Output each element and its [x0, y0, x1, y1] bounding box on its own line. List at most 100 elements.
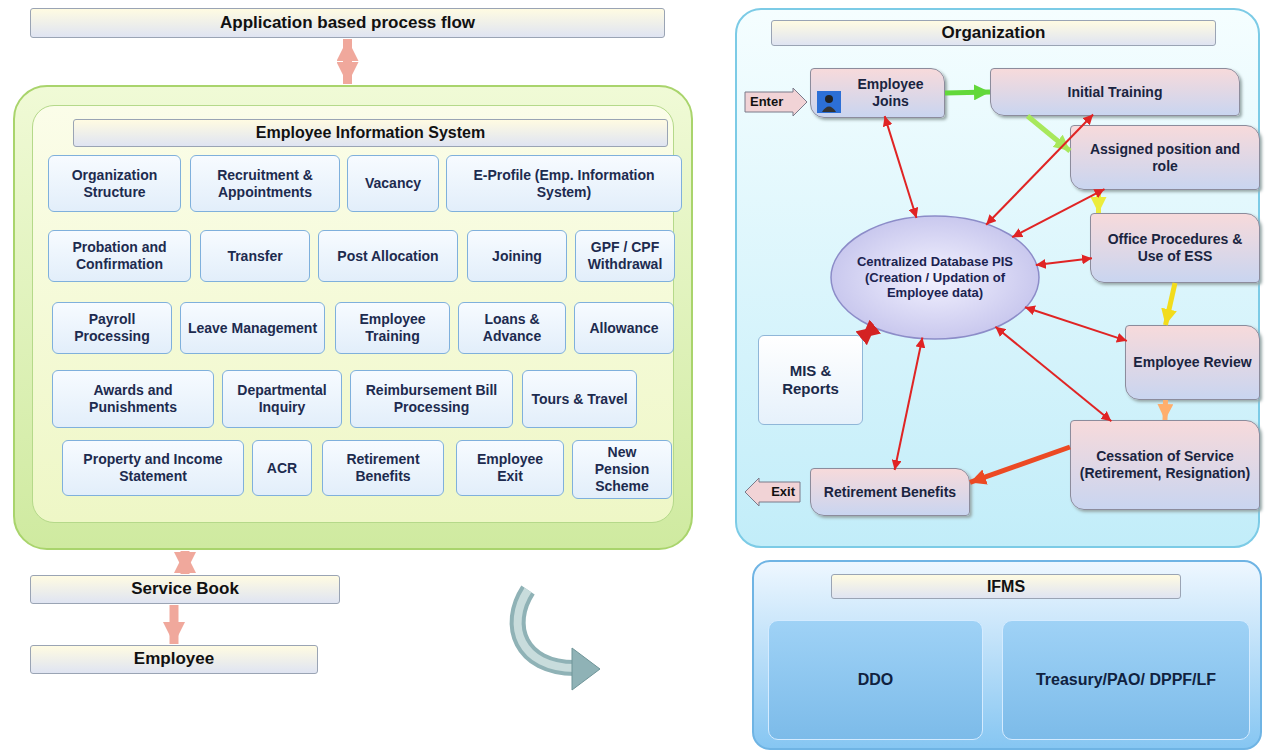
- panel-heading-band: IFMS: [831, 574, 1181, 599]
- connector-arrow: [885, 116, 917, 218]
- module-box: Vacancy: [347, 155, 439, 212]
- database-ellipse: Centralized Database PIS (Creation / Upd…: [830, 215, 1040, 340]
- ifms-panel: IFMS DDO Treasury/PAO/ DPPF/LF: [752, 560, 1262, 750]
- node-label: Cessation of Service (Retirement, Resign…: [1077, 448, 1253, 482]
- module-box: ACR: [252, 440, 312, 496]
- module-label: Loans & Advance: [465, 311, 559, 345]
- module-label: Property and Income Statement: [69, 451, 237, 485]
- node-label: DDO: [858, 670, 894, 689]
- person-icon: [817, 91, 841, 113]
- process-box: Cessation of Service (Retirement, Resign…: [1070, 420, 1260, 510]
- system-panel: Employee Information SystemOrganization …: [13, 85, 693, 550]
- report-box: MIS & Reports: [758, 335, 863, 425]
- panel-heading: IFMS: [987, 577, 1025, 596]
- connector-arrow: [343, 39, 352, 84]
- module-box: Joining: [467, 230, 567, 282]
- organization-panel: OrganizationEnter Employee Joins Initial T…: [735, 8, 1260, 548]
- connector-arrow: [970, 447, 1070, 482]
- panel-heading: Employee Information System: [256, 123, 485, 142]
- connector-arrow: [1012, 189, 1104, 237]
- node-label: Treasury/PAO/ DPPF/LF: [1036, 670, 1216, 689]
- module-label: Post Allocation: [337, 248, 438, 265]
- ifms-box: DDO: [768, 620, 983, 740]
- panel-heading-band: Employee Information System: [73, 119, 668, 147]
- module-box: Retirement Benefits: [322, 440, 444, 496]
- module-box: Tours & Travel: [522, 370, 637, 428]
- module-box: Probation and Confirmation: [48, 230, 191, 282]
- module-box: Leave Management: [180, 302, 325, 354]
- module-label: New Pension Scheme: [579, 444, 665, 494]
- connector-arrow: [1025, 307, 1127, 341]
- module-box: GPF / CPF Withdrawal: [575, 230, 675, 282]
- module-box: Recruitment & Appointments: [190, 155, 340, 212]
- module-box: Departmental Inquiry: [222, 370, 342, 428]
- connector-arrow: [1036, 258, 1092, 265]
- connector-arrow: [1166, 283, 1176, 325]
- node-label: Service Book: [131, 579, 239, 599]
- module-box: Employee Exit: [456, 440, 564, 496]
- module-label: Retirement Benefits: [329, 451, 437, 485]
- title-band: Employee: [30, 645, 318, 674]
- module-label: Employee Exit: [463, 451, 557, 485]
- node-label: Employee Review: [1133, 354, 1251, 371]
- node-label: Assigned position and role: [1077, 141, 1253, 175]
- module-label: Reimbursement Bill Processing: [357, 382, 506, 416]
- node-label: Employee Joins: [817, 76, 938, 110]
- node-label: MIS & Reports: [765, 362, 856, 398]
- enter-arrow: Enter: [745, 88, 807, 116]
- module-label: Organization Structure: [55, 167, 174, 201]
- connector-arrow: [1096, 190, 1101, 213]
- process-box: Initial Training: [990, 68, 1240, 116]
- title-band: Application based process flow: [30, 8, 665, 38]
- module-label: Employee Training: [342, 311, 443, 345]
- module-box: Employee Training: [335, 302, 450, 354]
- module-box: Property and Income Statement: [62, 440, 244, 496]
- module-box: Payroll Processing: [52, 302, 172, 354]
- connector-arrow: [170, 605, 179, 644]
- node-label: Retirement Benefits: [824, 484, 956, 501]
- module-label: Recruitment & Appointments: [197, 167, 333, 201]
- connector-arrow: [995, 327, 1111, 422]
- connector-arrow: [1163, 400, 1169, 420]
- module-label: Tours & Travel: [531, 391, 627, 408]
- module-box: Post Allocation: [318, 230, 458, 282]
- module-label: E-Profile (Emp. Information System): [453, 167, 675, 201]
- ifms-box: Treasury/PAO/ DPPF/LF: [1002, 620, 1250, 740]
- module-label: Joining: [492, 248, 542, 265]
- process-box: Employee Joins: [810, 68, 945, 118]
- panel-heading-band: Organization: [771, 20, 1216, 46]
- module-label: GPF / CPF Withdrawal: [582, 239, 668, 273]
- node-label: Employee: [134, 649, 214, 669]
- node-label: Exit: [771, 484, 795, 500]
- module-box: Transfer: [200, 230, 310, 282]
- connector-arrow: [181, 551, 190, 574]
- module-label: Awards and Punishments: [59, 382, 207, 416]
- module-label: ACR: [267, 460, 297, 477]
- node-label: Centralized Database PIS (Creation / Upd…: [855, 254, 1015, 301]
- module-box: Allowance: [574, 302, 674, 354]
- module-label: Transfer: [227, 248, 282, 265]
- module-label: Allowance: [589, 320, 658, 337]
- node-label: Enter: [750, 94, 783, 110]
- connector-arrow: [895, 338, 923, 470]
- node-label: Initial Training: [1068, 84, 1163, 101]
- module-box: Loans & Advance: [458, 302, 566, 354]
- module-label: Leave Management: [188, 320, 317, 337]
- module-box: Reimbursement Bill Processing: [350, 370, 513, 428]
- module-label: Payroll Processing: [59, 311, 165, 345]
- module-box: E-Profile (Emp. Information System): [446, 155, 682, 212]
- connector-arrow: [945, 92, 990, 93]
- process-box: Retirement Benefits: [810, 468, 970, 516]
- module-box: Organization Structure: [48, 155, 181, 212]
- title-band: Service Book: [30, 575, 340, 604]
- process-box: Assigned position and role: [1070, 125, 1260, 190]
- module-label: Vacancy: [365, 175, 421, 192]
- node-label: Office Procedures & Use of ESS: [1097, 231, 1253, 265]
- module-box: Awards and Punishments: [52, 370, 214, 428]
- panel-heading: Organization: [942, 23, 1046, 43]
- process-box: Employee Review: [1125, 325, 1260, 400]
- connector-arrow: [986, 115, 1093, 225]
- node-label: Application based process flow: [220, 13, 475, 33]
